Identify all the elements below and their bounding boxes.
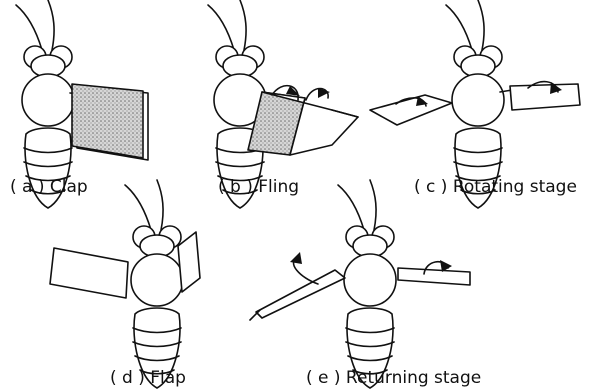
- panel-a-clap: ( a ) Clap: [10, 0, 148, 208]
- label-d: ( d ) Flap: [110, 368, 186, 388]
- left-rotation-arrowhead: [290, 252, 302, 264]
- panel-d-flap: ( d ) Flap: [50, 180, 200, 388]
- panel-c-rotating: ( c ) Rotating stage: [370, 0, 580, 208]
- left-wing: [256, 270, 345, 318]
- label-a: ( a ) Clap: [10, 177, 88, 197]
- clapped-wing-front: [72, 84, 143, 158]
- label-b: ( b ) Fling: [218, 177, 299, 197]
- panel-e-returning: ( e ) Returning stage: [250, 180, 481, 388]
- insect-body: [125, 180, 183, 388]
- left-wing-extended: [50, 248, 128, 298]
- insect-body: [338, 180, 396, 388]
- panel-b-fling: ( b ) Fling: [208, 0, 358, 208]
- left-wing: [370, 95, 452, 125]
- label-c: ( c ) Rotating stage: [414, 177, 577, 197]
- label-e: ( e ) Returning stage: [306, 368, 481, 388]
- right-wing: [510, 84, 580, 110]
- right-wing-raised: [178, 232, 200, 292]
- right-wing: [398, 268, 470, 285]
